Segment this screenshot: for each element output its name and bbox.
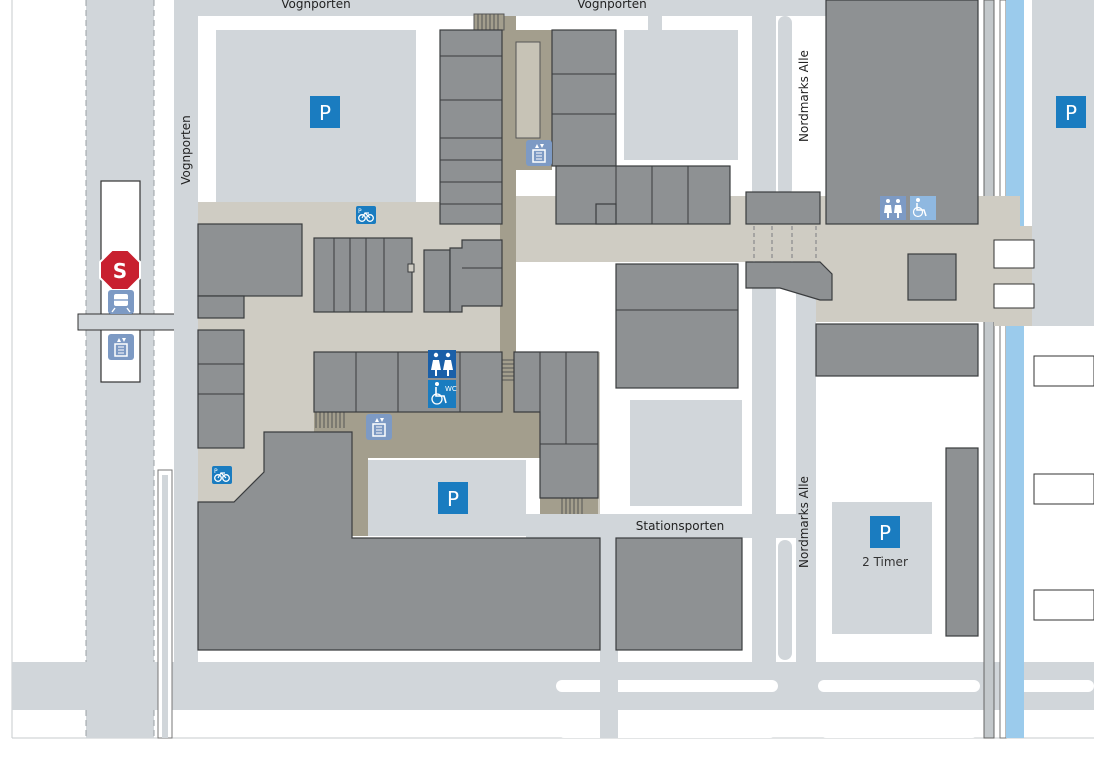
elevator-icon-2 (525, 139, 553, 167)
svg-text:WC: WC (445, 385, 457, 393)
street-label-vognporten-top-left: Vognporten (281, 0, 350, 11)
wheelchair-icon-2 (910, 196, 936, 220)
svg-text:P: P (447, 487, 459, 511)
toilet-icon-2 (880, 196, 906, 220)
svg-text:P: P (1065, 101, 1077, 125)
bike-parking-icon-1 (355, 205, 377, 225)
street-label-vognporten-top-right: Vognporten (577, 0, 646, 11)
elevator-icon-3 (365, 413, 393, 441)
elevator-icon-1 (107, 333, 135, 361)
wheelchair-wc-icon-1: WC (428, 380, 457, 408)
parking-icon-4: P (870, 516, 900, 548)
s-train-station-icon: S (99, 249, 141, 291)
parking-time-limit-label: 2 Timer (862, 555, 908, 569)
bike-parking-icon-2 (211, 465, 233, 485)
train-icon (108, 290, 134, 314)
street-label-vognporten-vertical: Vognporten (179, 115, 193, 184)
parking-icon-3: P (438, 482, 468, 514)
svg-text:S: S (113, 259, 127, 283)
street-label-nordmarks-alle-top: Nordmarks Alle (797, 50, 811, 142)
street-label-stationsporten: Stationsporten (636, 519, 725, 533)
street-label-nordmarks-alle-bottom: Nordmarks Alle (797, 476, 811, 568)
svg-text:P: P (319, 101, 331, 125)
toilet-icon-1 (428, 350, 456, 378)
parking-icon-1: P (310, 96, 340, 128)
svg-text:P: P (879, 521, 891, 545)
parking-icon-2: P (1056, 96, 1086, 128)
